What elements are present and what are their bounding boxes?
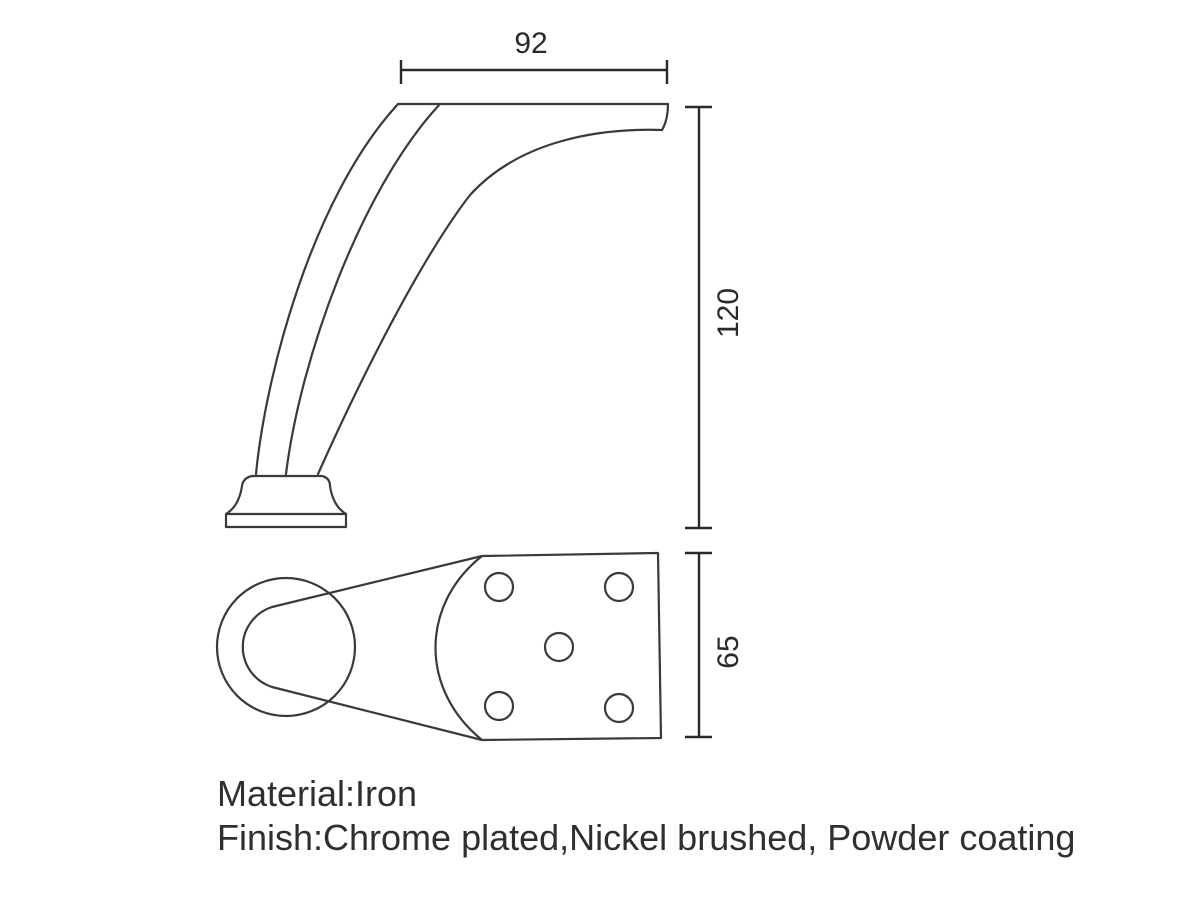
leg-foot-cap: [224, 474, 348, 529]
leg-inner-edge: [284, 102, 442, 476]
height-dimension-label: 120: [712, 288, 745, 338]
leg-back-edge: [316, 128, 664, 476]
plate-top-view: [215, 551, 663, 742]
foot-circle: [215, 576, 357, 718]
leg-outer-edge: [254, 102, 400, 476]
plate-body-outline: [434, 551, 663, 742]
height-dimension: 120: [685, 105, 745, 530]
finish-spec: Finish:Chrome plated,Nickel brushed, Pow…: [217, 817, 1076, 858]
leg-top-plate: [396, 102, 670, 132]
screw-hole-icon: [483, 690, 515, 722]
screw-hole-icon: [603, 571, 635, 603]
leg-side-view: [224, 102, 670, 529]
plate-dimension: 65: [685, 551, 745, 739]
width-dimension: 92: [399, 27, 669, 84]
screw-hole-icon: [603, 692, 635, 724]
material-spec: Material:Iron: [217, 773, 418, 814]
screw-hole-icon: [483, 571, 515, 603]
screw-hole-icon: [543, 631, 575, 663]
plate-dimension-label: 65: [712, 635, 745, 668]
width-dimension-label: 92: [514, 27, 547, 60]
plate-arm-outline: [241, 554, 484, 742]
